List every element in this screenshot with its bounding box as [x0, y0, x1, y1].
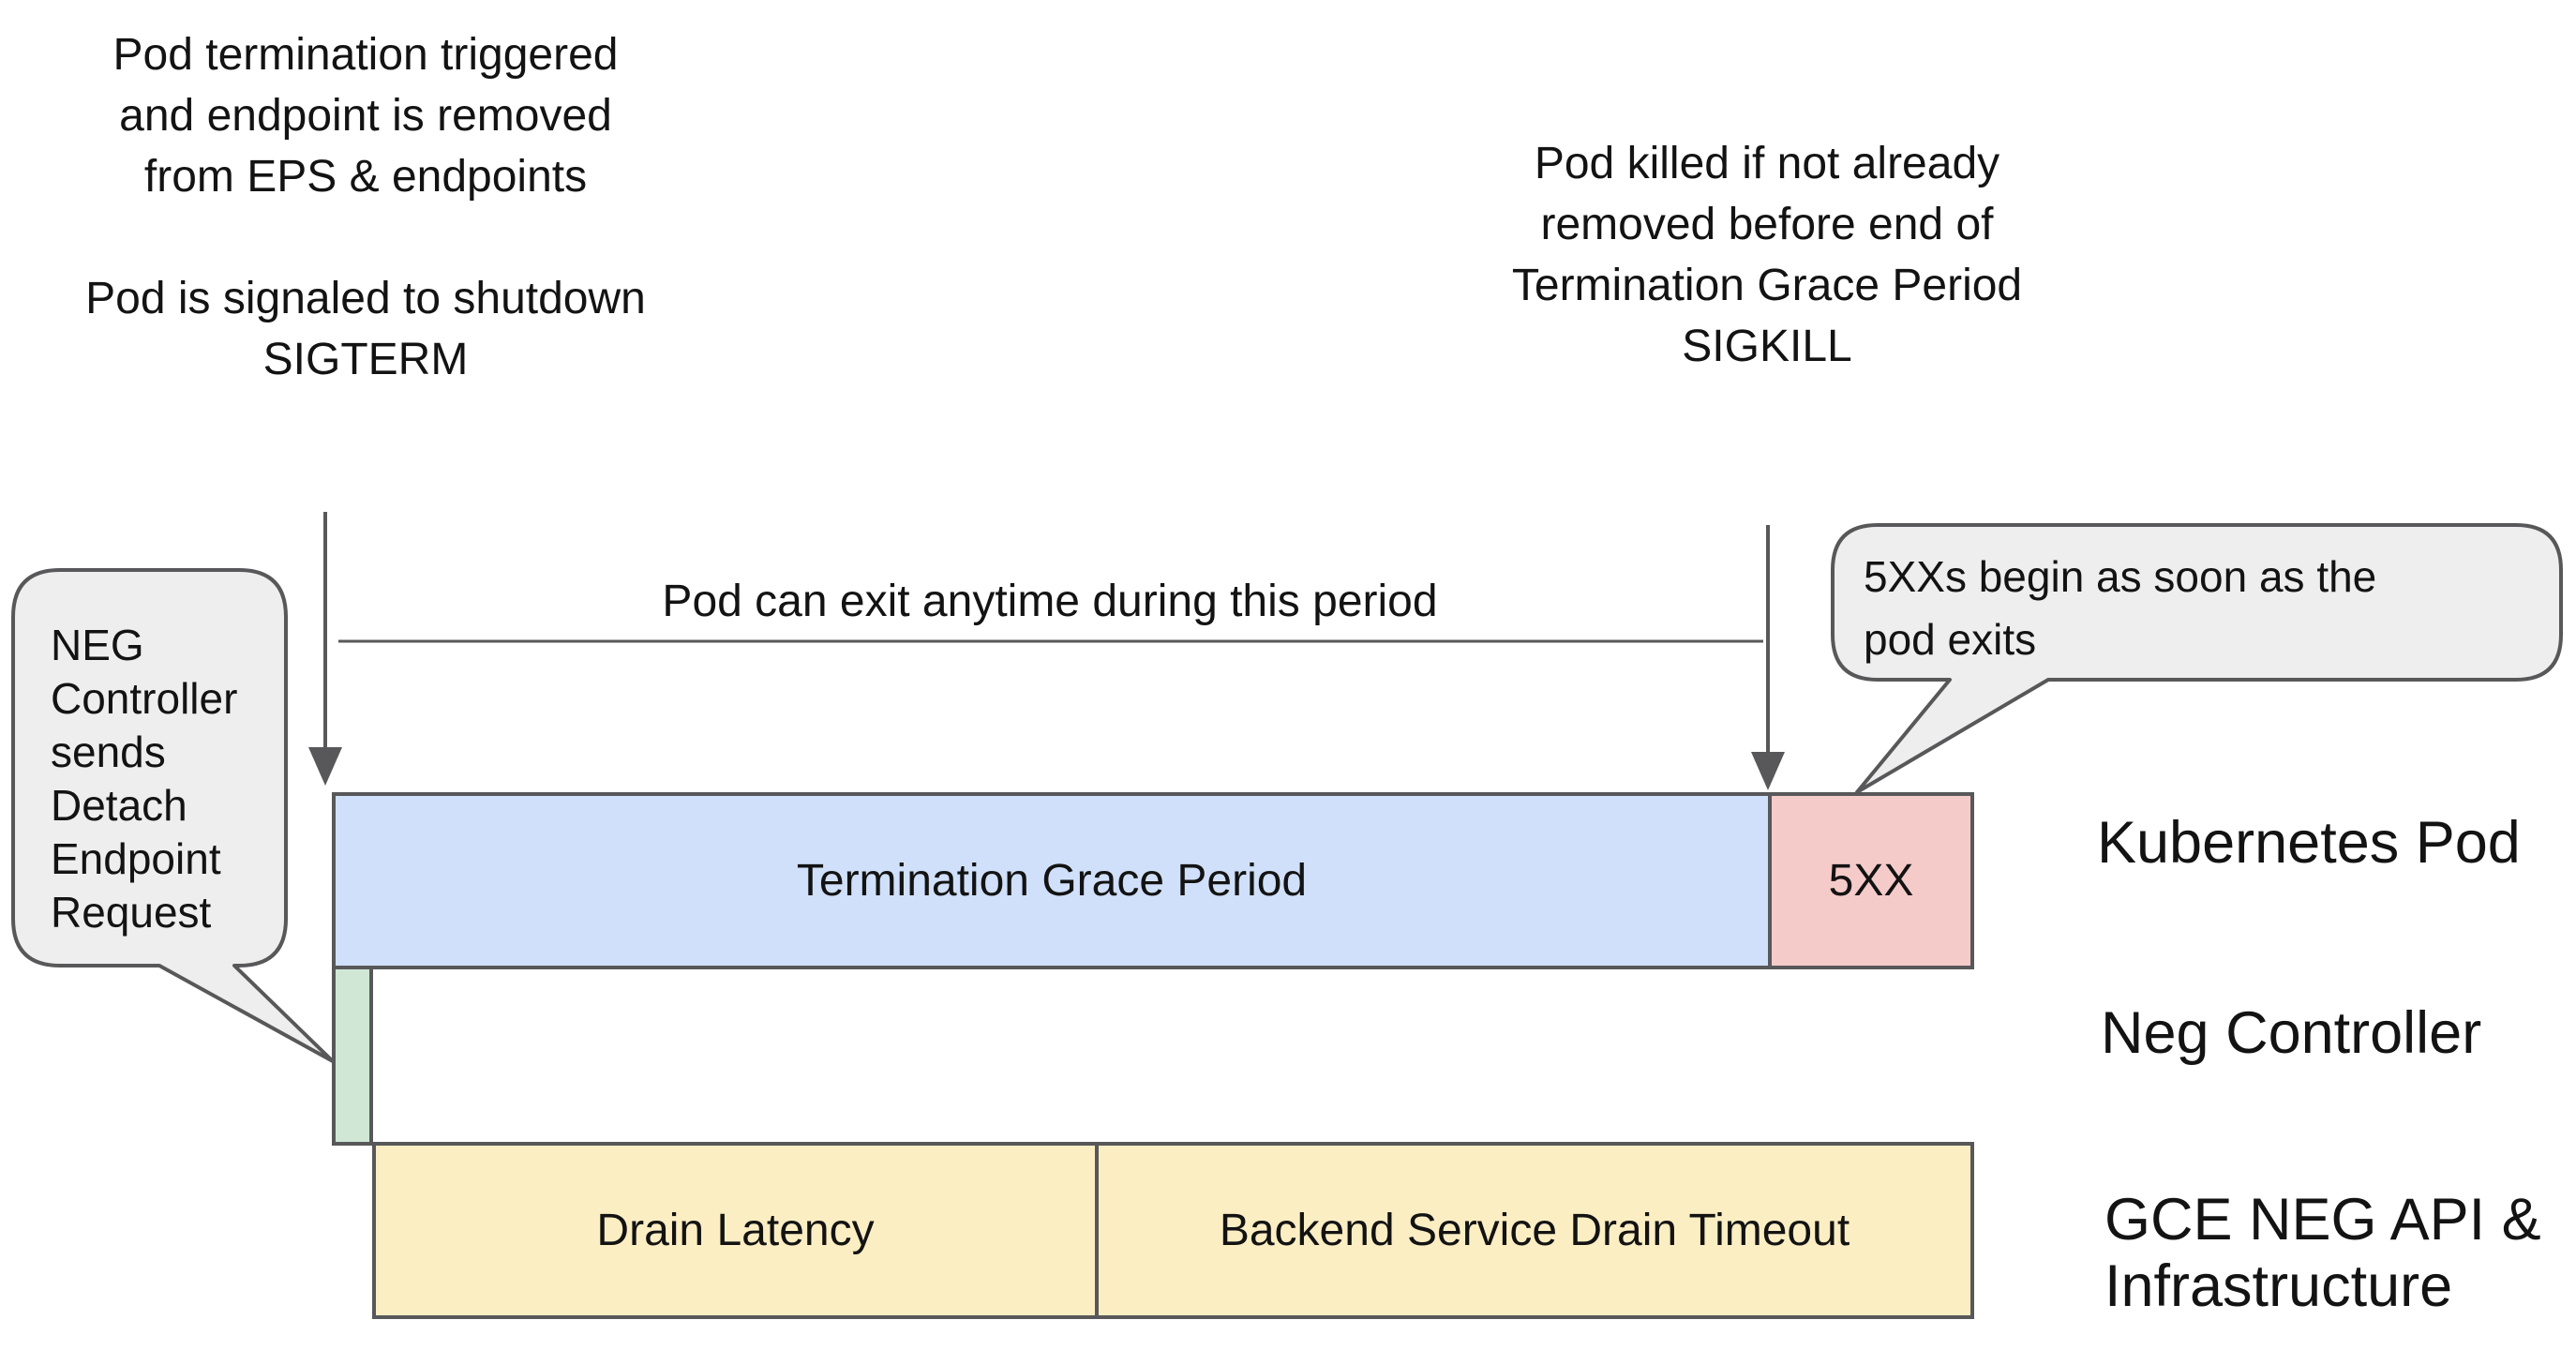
callout-line: NEG	[51, 621, 144, 669]
neg-controller-callout-text: NEG Controller sends Detach Endpoint Req…	[51, 619, 237, 939]
annotation-pod-killed: Pod killed if not already removed before…	[1448, 133, 2086, 377]
backend-drain-timeout-label: Backend Service Drain Timeout	[1219, 1206, 1850, 1255]
annotation-line	[37, 207, 694, 268]
annotation-line: SIGKILL	[1682, 322, 1852, 371]
annotation-line: SIGTERM	[262, 335, 469, 384]
row-label-neg-controller: Neg Controller	[2101, 1000, 2482, 1066]
drain-latency-label: Drain Latency	[596, 1206, 875, 1255]
annotation-line: Pod killed if not already	[1534, 139, 2000, 188]
backend-drain-timeout-bar: Backend Service Drain Timeout	[1095, 1142, 1974, 1319]
callout-line: pod exits	[1864, 615, 2037, 664]
row-label-gce-neg-api: GCE NEG API & Infrastructure	[2104, 1187, 2541, 1320]
callout-line: Detach	[51, 781, 187, 830]
termination-grace-period-bar: Termination Grace Period	[332, 792, 1772, 969]
annotation-line: and endpoint is removed	[119, 91, 612, 141]
callout-line: sends	[51, 728, 166, 776]
callout-line: Endpoint	[51, 834, 221, 883]
termination-grace-period-label: Termination Grace Period	[796, 856, 1308, 906]
annotation-line: removed before end of	[1540, 200, 1994, 249]
annotation-exit-period: Pod can exit anytime during this period	[662, 577, 1438, 626]
5xx-callout-text: 5XXs begin as soon as the pod exits	[1864, 546, 2376, 671]
row-label-kubernetes-pod: Kubernetes Pod	[2097, 810, 2521, 876]
callout-line: Request	[51, 888, 212, 937]
sigkill-arrowhead-icon	[1751, 752, 1785, 790]
neg-detach-request-bar	[332, 966, 373, 1146]
sigterm-arrowhead-icon	[308, 747, 342, 786]
callout-line: Controller	[51, 674, 238, 723]
drain-latency-bar: Drain Latency	[372, 1142, 1099, 1319]
row-label-line: Infrastructure	[2104, 1253, 2453, 1319]
annotation-line: from EPS & endpoints	[143, 152, 588, 202]
callout-line: 5XXs begin as soon as the	[1864, 552, 2377, 601]
annotation-line: Pod termination triggered	[112, 30, 619, 80]
error-5xx-label: 5XX	[1828, 856, 1914, 906]
error-5xx-bar: 5XX	[1768, 792, 1974, 969]
row-label-line: GCE NEG API &	[2104, 1187, 2541, 1252]
annotation-line: Pod is signaled to shutdown	[85, 274, 646, 323]
annotation-pod-termination: Pod termination triggered and endpoint i…	[37, 24, 694, 390]
annotation-line: Termination Grace Period	[1511, 261, 2023, 310]
